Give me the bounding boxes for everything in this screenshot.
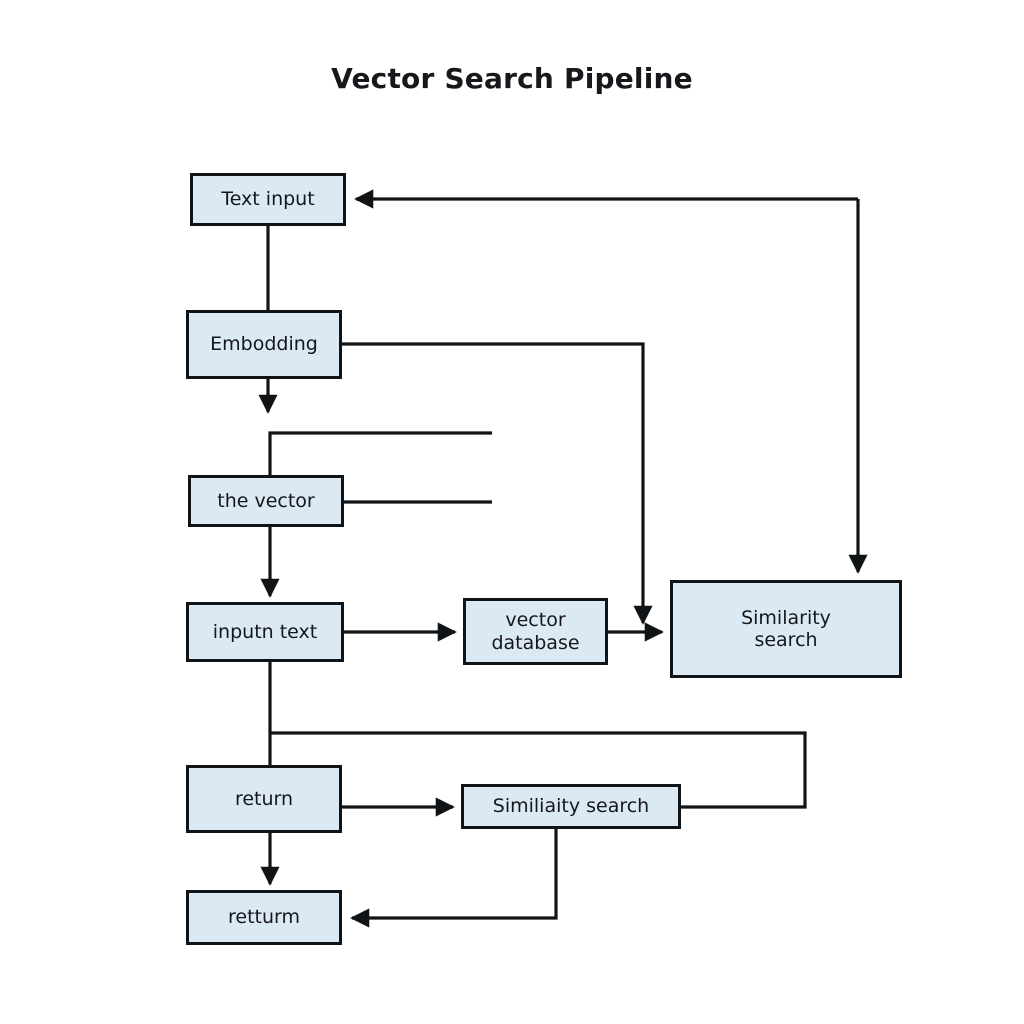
- node-return[interactable]: return: [186, 765, 342, 833]
- node-text-input-label: Text input: [221, 188, 315, 211]
- node-inputn-text-label: inputn text: [212, 620, 318, 643]
- edge-embodding-to-similarity-search: [342, 342, 653, 625]
- page-title: Vector Search Pipeline: [331, 62, 693, 95]
- node-return-label: return: [234, 787, 294, 810]
- node-similiaity-search-label: Similiaity search: [492, 795, 650, 818]
- edge-similiaity-search-to-retturm: [350, 829, 558, 928]
- node-the-vector-label: the vector: [217, 489, 315, 512]
- node-text-input[interactable]: Text input: [190, 173, 346, 226]
- edge-stub-upper-horizontal: [268, 431, 492, 475]
- node-vector-database-label: vector database: [491, 609, 580, 654]
- node-retturm[interactable]: retturm: [186, 890, 342, 945]
- node-embodding[interactable]: Embodding: [186, 310, 342, 379]
- node-inputn-text[interactable]: inputn text: [186, 602, 344, 662]
- edge-bottom-right-loop: [270, 731, 807, 809]
- node-similiaity-search[interactable]: Similiaity search: [461, 784, 681, 829]
- node-retturm-label: retturm: [227, 906, 300, 929]
- node-similarity-search[interactable]: Similarity search: [670, 580, 902, 678]
- node-the-vector[interactable]: the vector: [188, 475, 344, 527]
- node-vector-database[interactable]: vector database: [463, 598, 608, 665]
- node-similarity-search-label: Similarity search: [741, 606, 831, 651]
- node-embodding-label: Embodding: [210, 333, 318, 356]
